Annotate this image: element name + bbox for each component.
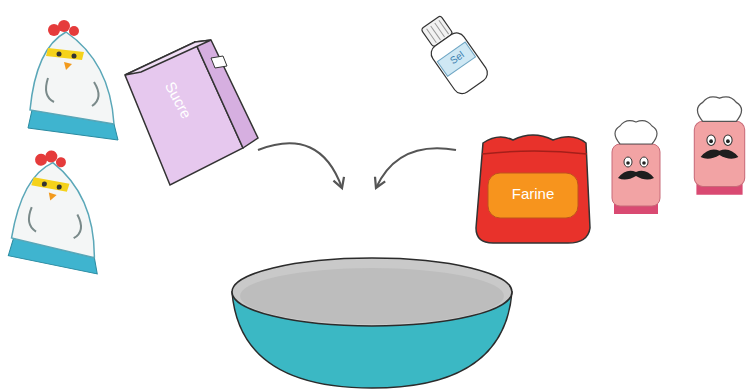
mixing-bowl	[232, 258, 512, 388]
hen-figure	[7, 148, 105, 274]
cap-ridge	[427, 29, 437, 43]
sugar-box: Sucre	[115, 30, 265, 200]
box-spout	[211, 56, 227, 68]
chef-figure	[612, 121, 660, 214]
curved-arrow	[376, 148, 456, 188]
curved-arrow	[258, 143, 342, 188]
bowl-rim	[232, 258, 512, 326]
cap-ridge	[435, 23, 445, 37]
box-top	[125, 40, 211, 75]
salt-shaker: Sel	[420, 10, 495, 110]
shaker-label	[437, 42, 475, 76]
cap-ridge	[431, 26, 441, 40]
chef-figure	[694, 97, 744, 195]
box-front	[125, 42, 243, 185]
flour-bag: Farine	[468, 128, 598, 248]
ingredient-name: Farine	[488, 186, 578, 203]
shaker-body	[428, 29, 491, 97]
bag-label	[488, 173, 578, 218]
cap-ridge	[439, 20, 449, 34]
flour-bag	[476, 135, 590, 243]
salt-shaker	[415, 11, 491, 97]
box-side	[195, 40, 258, 148]
bag-fold	[482, 151, 587, 154]
hen-figure	[28, 20, 118, 140]
bowl-inside	[240, 268, 504, 324]
